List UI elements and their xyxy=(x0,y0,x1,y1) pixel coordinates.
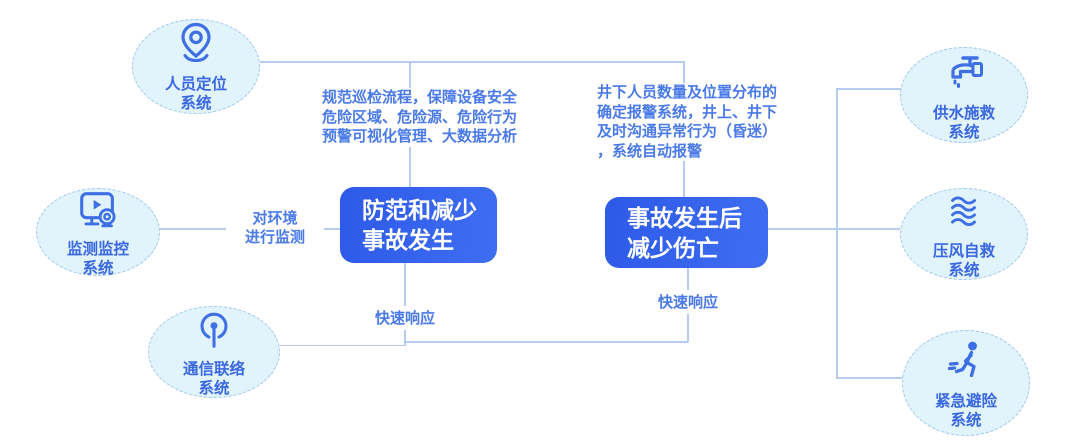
annotation-line: 井下人员数量及位置分布的 xyxy=(597,84,778,101)
node-monitoring-surveillance-system: 监测监控 系统 xyxy=(36,187,160,277)
node-label: 系统 xyxy=(198,379,230,397)
edge-label-rapid-response-left: 快速响应 xyxy=(369,306,441,330)
connector-to-emergency xyxy=(836,377,906,379)
broadcast-antenna-icon xyxy=(191,307,237,358)
annotation-line: 预警可视化管理、大数据分析 xyxy=(322,128,518,145)
annotation-line: 确定报警系统，井上、井下 xyxy=(597,103,778,121)
edge-label-line: 快速响应 xyxy=(374,309,435,327)
edge-label-line: 进行监测 xyxy=(244,229,305,246)
node-label: 监测监控 xyxy=(66,240,129,258)
edge-label-rapid-response-right: 快速响应 xyxy=(652,290,724,314)
node-label: 系统 xyxy=(950,411,982,429)
annotation-alarm: 井下人员数量及位置分布的 确定报警系统，井上、井下 及时沟通异常行为（昏迷） ，… xyxy=(597,83,778,161)
goal-box-prevent-accidents: 防范和减少 事故发生 xyxy=(340,187,497,263)
faucet-icon xyxy=(940,49,988,102)
node-label: 供水施救 xyxy=(932,104,995,122)
node-water-supply-rescue-system: 供水施救 系统 xyxy=(900,47,1028,143)
node-label: 系统 xyxy=(82,259,114,277)
connector-bottom-horizontal xyxy=(404,341,688,343)
annotation-line: ，系统自动报警 xyxy=(597,142,703,160)
node-label: 压风自救 xyxy=(932,242,995,260)
edge-label-line: 快速响应 xyxy=(657,293,718,311)
node-label: 人员定位 xyxy=(164,76,227,93)
node-label: 系统 xyxy=(948,261,980,279)
node-emergency-refuge-system: 紧急避险 系统 xyxy=(902,330,1030,436)
node-label: 通信联络 xyxy=(182,360,245,378)
connector-right-bracket-vertical xyxy=(836,88,838,378)
goal-box-line: 减少伤亡 xyxy=(627,234,719,261)
node-communication-liaison-system: 通信联络 系统 xyxy=(148,306,280,398)
connector-communication-horizontal xyxy=(280,344,405,346)
annotation-prevention: 规范巡检流程，保障设备安全 危险区域、危险源、危险行为 预警可视化管理、大数据分… xyxy=(322,88,518,147)
goal-box-line: 事故发生后 xyxy=(627,204,742,231)
running-person-icon xyxy=(942,337,990,390)
connector-top-horizontal xyxy=(260,61,684,63)
node-personnel-positioning-system: 人员定位 系统 xyxy=(132,19,260,114)
node-compressed-air-self-rescue-system: 压风自救 系统 xyxy=(900,188,1028,280)
edge-label-environment-monitoring: 对环境 进行监测 xyxy=(226,207,324,249)
goal-box-line: 事故发生 xyxy=(362,227,454,253)
goal-box-reduce-casualties: 事故发生后 减少伤亡 xyxy=(605,197,768,268)
connector-box2-to-air xyxy=(768,228,900,230)
connector-to-water xyxy=(836,88,904,90)
air-waves-icon xyxy=(941,189,987,240)
monitor-camera-icon xyxy=(75,187,121,238)
annotation-line: 规范巡检流程，保障设备安全 xyxy=(322,89,518,106)
connector-box1-bottom-vertical xyxy=(404,263,406,346)
goal-box-line: 防范和减少 xyxy=(362,197,477,223)
node-label: 系统 xyxy=(180,95,212,112)
annotation-line: 危险区域、危险源、危险行为 xyxy=(322,108,518,126)
location-pin-icon xyxy=(172,20,220,73)
edge-label-line: 对环境 xyxy=(252,210,298,227)
annotation-line: 及时沟通异常行为（昏迷） xyxy=(597,123,778,140)
node-label: 紧急避险 xyxy=(934,392,997,410)
node-label: 系统 xyxy=(948,123,980,141)
